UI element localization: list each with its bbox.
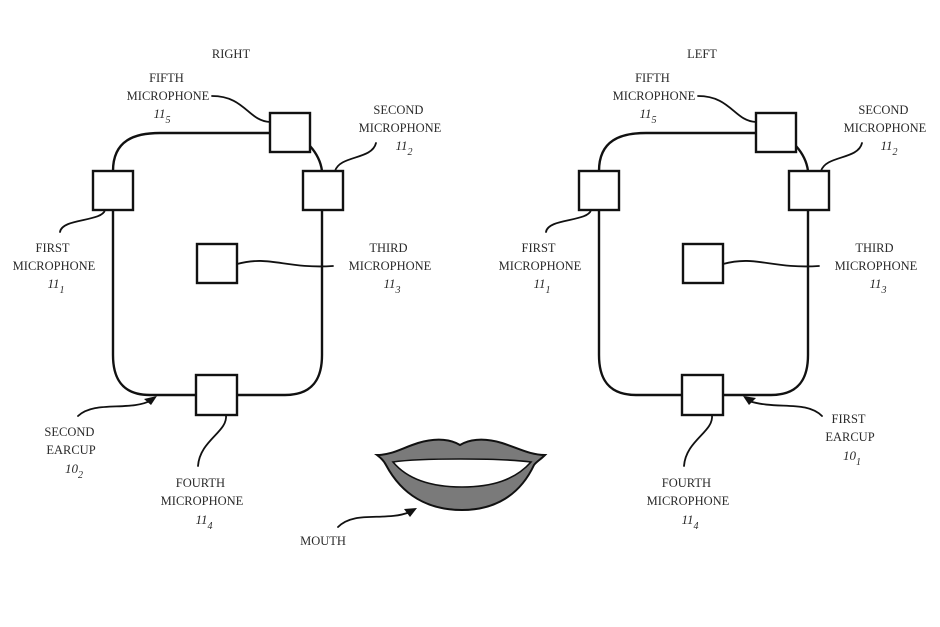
right-fourth-mic-label: FOURTH MICROPHONE [161,476,244,508]
right-fourth-mic-leader [197,414,227,467]
left-fifth-mic-leader [697,95,757,123]
right-second-microphone [301,169,345,212]
right-third-microphone [195,242,239,285]
left-fifth-microphone [754,111,798,154]
right-fifth-mic-label: FIFTH MICROPHONE [127,71,210,103]
right-earcup-wire-loop [111,131,324,397]
right-fourth-mic-ref: 114 [195,512,212,532]
right-second-mic-label: SECOND MICROPHONE [359,103,442,135]
left-fourth-mic-leader [683,414,713,467]
left-fifth-mic-label: FIFTH MICROPHONE [613,71,696,103]
mouth-label: MOUTH [300,534,346,548]
right-third-mic-leader [236,260,334,268]
mouth-arrowhead [404,508,417,517]
right-earcup-label: SECOND EARCUP [44,425,97,457]
left-second-mic-ref: 112 [880,138,897,158]
left-fourth-microphone [680,373,725,417]
left-fourth-mic-label: FOURTH MICROPHONE [647,476,730,508]
right-third-mic-label: THIRD MICROPHONE [349,241,432,273]
right-fifth-microphone [268,111,312,154]
right-earcup-leader [77,399,153,417]
right-earcup-ref: 102 [65,461,83,481]
left-earcup-wire-loop [597,131,810,397]
left-fourth-mic-ref: 114 [681,512,698,532]
mouth-illustration: MOUTH [300,438,548,548]
left-first-mic-ref: 111 [533,276,550,296]
right-first-mic-label: FIRST MICROPHONE [13,241,96,273]
right-second-mic-ref: 112 [395,138,412,158]
right-fourth-microphone [194,373,239,417]
right-third-mic-ref: 113 [383,276,400,296]
right-first-mic-leader [59,209,106,233]
left-earcup-label: FIRST EARCUP [825,412,874,444]
left-first-mic-label: FIRST MICROPHONE [499,241,582,273]
left-fifth-mic-ref: 115 [639,106,656,126]
left-third-mic-label: THIRD MICROPHONE [835,241,918,273]
left-earcup-arrowhead [743,396,756,405]
left-second-microphone [787,169,831,212]
left-third-microphone [681,242,725,285]
left-earcup-leader [748,400,823,417]
left-earcup-diagram: LEFT FIFTH MICROPHONE 115 SECOND MICROPH… [499,47,927,532]
right-second-mic-leader [334,142,377,172]
left-first-microphone [577,169,621,212]
right-fifth-mic-ref: 115 [153,106,170,126]
right-first-microphone [91,169,135,212]
left-earcup-ref: 101 [843,448,861,468]
left-first-mic-leader [545,209,592,233]
right-fifth-mic-leader [211,95,271,123]
left-second-mic-label: SECOND MICROPHONE [844,103,927,135]
right-earcup-arrowhead [144,396,157,405]
right-earcup-diagram: RIGHT FIFTH MICROPHONE 115 SECOND MICROP… [13,47,442,532]
mouth-teeth [391,458,533,488]
mouth-leader [337,511,411,528]
left-third-mic-ref: 113 [869,276,886,296]
right-first-mic-ref: 111 [47,276,64,296]
right-earcup-title: RIGHT [212,47,251,61]
left-earcup-title: LEFT [687,47,717,61]
left-third-mic-leader [722,260,820,268]
left-second-mic-leader [820,142,863,172]
